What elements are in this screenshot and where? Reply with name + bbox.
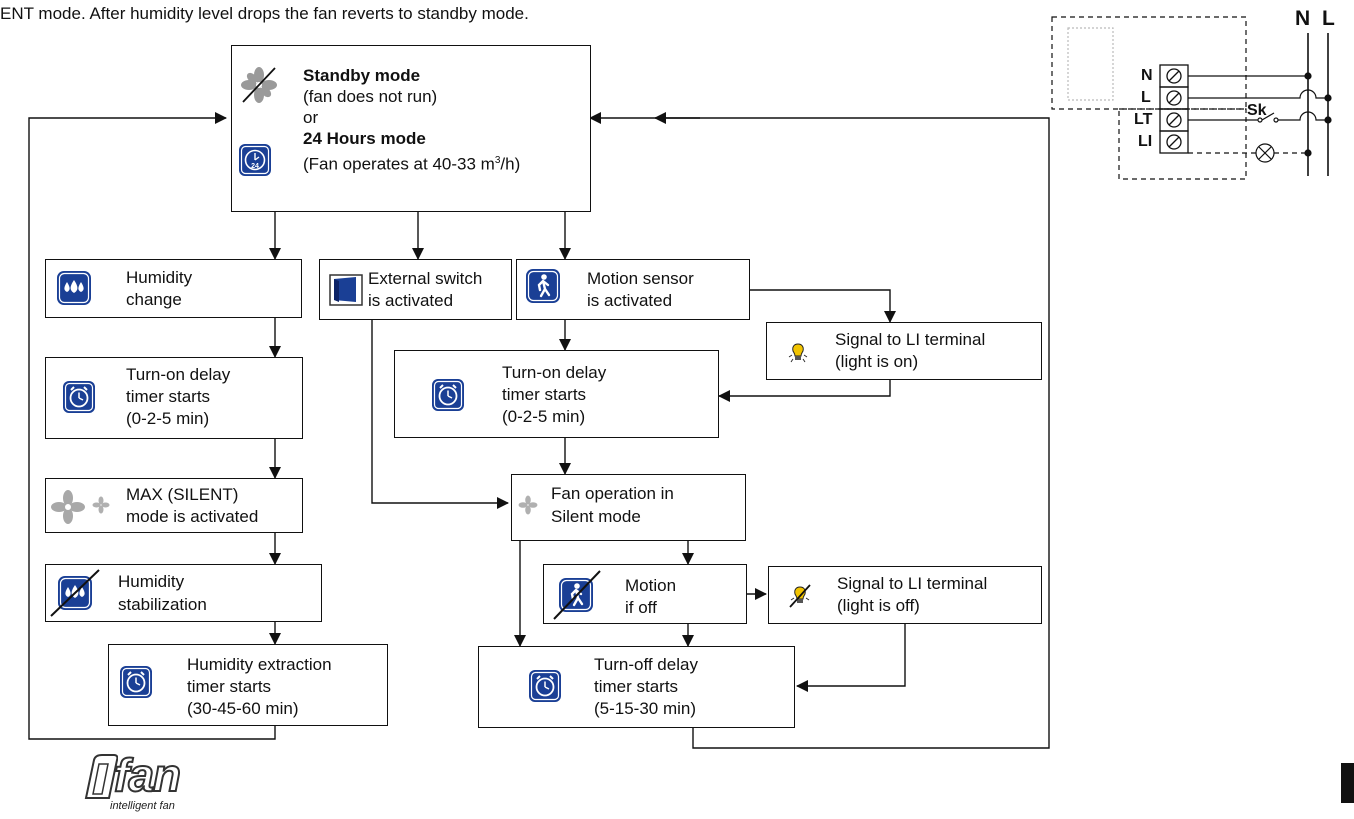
standby-title: Standby mode xyxy=(303,66,421,85)
terminal-l-label: L xyxy=(1141,89,1151,106)
logo-brand: fan xyxy=(113,748,182,802)
rail-n-label: N xyxy=(1295,7,1311,30)
light-bulb-off-icon xyxy=(789,584,811,608)
external-switch-box: External switch is activated xyxy=(319,259,512,320)
fan-small-icon xyxy=(92,496,110,514)
page-edge-tab xyxy=(1341,763,1354,803)
turn-off-line2: timer starts xyxy=(594,677,679,696)
logo-tagline: intelligent fan xyxy=(110,800,175,812)
humidity-change-line1: Humidity xyxy=(126,268,193,287)
turn-on-delay-mid-box: Turn-on delay timer starts (0-2-5 min) xyxy=(394,350,719,438)
signal-light-on-box: Signal to LI terminal (light is on) xyxy=(766,322,1042,380)
terminal-li-label: LI xyxy=(1138,133,1153,150)
ifan-logo: fan intelligent fan xyxy=(78,748,248,818)
motion-sensor-icon xyxy=(526,269,560,303)
humidity-stab-line2: stabilization xyxy=(118,595,207,614)
alarm-clock-icon xyxy=(529,670,561,702)
external-switch-line2: is activated xyxy=(368,291,454,310)
humidity-extraction-box: Humidity extraction timer starts (30-45-… xyxy=(108,644,388,726)
turn-on-left-line3: (0-2-5 min) xyxy=(126,409,210,428)
intro-text: ENT mode. After humidity level drops the… xyxy=(0,4,529,23)
max-silent-line1: MAX (SILENT) xyxy=(126,485,239,504)
extraction-line3: (30-45-60 min) xyxy=(187,699,299,718)
fan-icon xyxy=(51,490,85,524)
wiring-diagram xyxy=(1051,16,1332,180)
motion-off-box: Motion if off xyxy=(543,564,747,624)
turn-on-left-line1: Turn-on delay xyxy=(126,365,231,384)
alarm-clock-icon xyxy=(120,666,152,698)
motion-sensor-off-icon xyxy=(553,570,601,620)
extraction-line2: timer starts xyxy=(187,677,272,696)
fan-silent-line2: Silent mode xyxy=(551,507,641,526)
turn-on-delay-left-box: Turn-on delay timer starts (0-2-5 min) xyxy=(45,357,303,439)
signal-on-line2: (light is on) xyxy=(835,352,919,371)
humidity-stab-line1: Humidity xyxy=(118,572,185,591)
external-switch-line1: External switch xyxy=(368,269,483,288)
terminal-n-label: N xyxy=(1141,67,1153,84)
or-label: or xyxy=(303,108,319,127)
alarm-clock-icon xyxy=(432,379,464,411)
clock-24-icon: 24 xyxy=(239,144,271,176)
alarm-clock-icon xyxy=(63,381,95,413)
light-bulb-on-icon xyxy=(788,343,808,363)
hours24-note: (Fan operates at 40-33 m3/h) xyxy=(303,154,521,174)
extraction-line1: Humidity extraction xyxy=(187,655,332,674)
signal-light-off-box: Signal to LI terminal (light is off) xyxy=(768,566,1042,624)
rail-l-label: L xyxy=(1322,7,1335,30)
motion-sensor-line2: is activated xyxy=(587,291,673,310)
motion-sensor-line1: Motion sensor xyxy=(587,269,694,288)
turn-on-mid-line3: (0-2-5 min) xyxy=(502,407,586,426)
turn-off-line1: Turn-off delay xyxy=(594,655,698,674)
humidity-change-box: Humidity change xyxy=(45,259,302,318)
max-silent-line2: mode is activated xyxy=(126,507,259,526)
wall-switch-icon xyxy=(329,274,363,306)
logo-i-mark xyxy=(84,754,118,799)
switch-sk-label: Sk xyxy=(1247,102,1267,119)
standby-note: (fan does not run) xyxy=(303,87,438,106)
turn-off-line3: (5-15-30 min) xyxy=(594,699,697,718)
humidity-change-line2: change xyxy=(126,290,182,309)
fan-small-icon xyxy=(518,495,538,515)
max-silent-box: MAX (SILENT) mode is activated xyxy=(45,478,303,533)
signal-off-line2: (light is off) xyxy=(837,596,920,615)
humidity-drops-off-icon xyxy=(50,569,100,617)
motion-sensor-box: Motion sensor is activated xyxy=(516,259,750,320)
signal-on-line1: Signal to LI terminal xyxy=(835,330,986,349)
svg-text:24: 24 xyxy=(251,163,259,170)
fan-silent-line1: Fan operation in xyxy=(551,484,674,503)
humidity-drops-icon xyxy=(57,271,91,305)
signal-off-line1: Signal to LI terminal xyxy=(837,574,988,593)
terminal-lt-label: LT xyxy=(1134,111,1153,128)
standby-mode-box: 24 Standby mode (fan does not run) or 24… xyxy=(231,45,591,212)
fan-silent-box: Fan operation in Silent mode xyxy=(511,474,746,541)
turn-off-delay-box: Turn-off delay timer starts (5-15-30 min… xyxy=(478,646,795,728)
turn-on-left-line2: timer starts xyxy=(126,387,211,406)
hours24-title: 24 Hours mode xyxy=(303,129,426,148)
turn-on-mid-line2: timer starts xyxy=(502,385,587,404)
turn-on-mid-line1: Turn-on delay xyxy=(502,363,607,382)
humidity-stabilization-box: Humidity stabilization xyxy=(45,564,322,622)
motion-off-line2: if off xyxy=(625,598,657,617)
fan-off-icon xyxy=(241,67,277,103)
motion-off-line1: Motion xyxy=(625,576,677,595)
